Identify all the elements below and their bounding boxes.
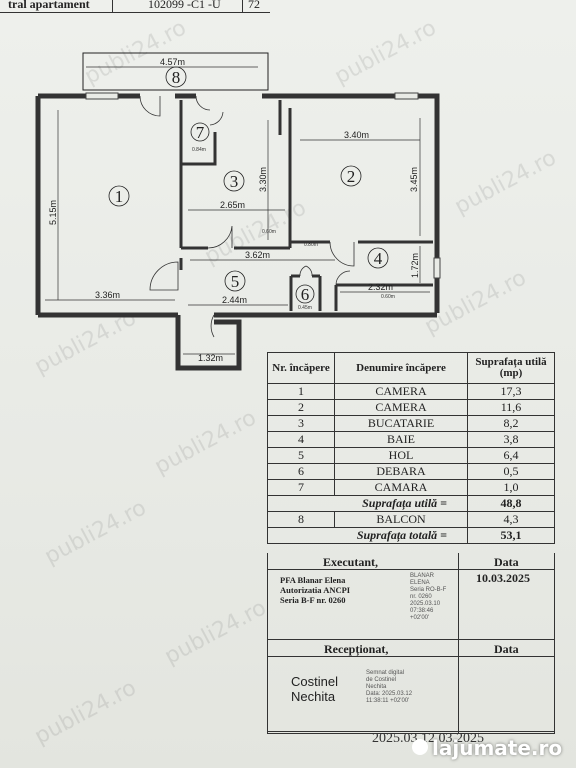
dim-060: 0.60m [262,229,276,235]
room-number-6: 6 [301,285,310,304]
executant-firm: PFA Blanar Elena Autorizatia ANCPI Seria… [280,575,351,605]
room-number-4: 4 [374,249,383,268]
lajumate-logo: lajumate.ro [404,735,568,761]
wall-east-1 [418,93,440,258]
total-area-row: Suprafața totală = 53,1 [267,527,555,544]
logo-text: lajumate.ro [432,736,563,760]
room-number-2: 2 [347,167,356,186]
executant-date-label: Data [494,555,519,569]
signature-block: Executant, Data PFA Blanar Elena Autoriz… [267,553,555,734]
room-number-5: 5 [231,272,240,291]
dim-345: 3.45m [409,167,419,192]
room-number-7: 7 [196,123,205,142]
dim-330: 3.30m [258,167,268,192]
room-number-1: 1 [115,187,124,206]
header-number: 72 [248,0,260,11]
col-header-nr: Nr. încăpere [267,352,335,384]
header-title: tral apartament [8,0,90,11]
balcony-outline [82,52,269,91]
executant-digital-signature: BLANAR ELENA Seria RO-B-F nr. 0260 2025.… [410,573,447,621]
dim-045: 0.45m [298,305,312,311]
dim-362: 3.62m [245,250,270,260]
dim-172: 1.72m [410,253,420,278]
receptionat-digital-signature: Semnat digital de Costinel Nechita Data:… [366,670,413,704]
receptionat-label: Recepționat, [324,642,389,656]
wall-entry [175,315,242,371]
dim-060b: 0.60m [381,294,395,300]
dim-265: 2.65m [220,200,245,210]
dim-340: 3.40m [344,130,369,140]
dim-080: 0.80m [304,242,318,248]
header-code: 102099 -C1 -U [148,0,221,11]
col-header-area: Suprafața utilă (mp) [467,352,555,384]
lajumate-icon [412,739,428,755]
dim-336: 3.36m [95,290,120,300]
executant-label: Executant, [323,555,378,569]
receptionat-date-label: Data [494,642,519,656]
executant-date: 10.03.2025 [476,571,530,585]
dim-515: 5.15m [48,200,58,225]
dim-084: 0.84m [192,147,206,153]
rooms-table: Nr. încăpere Denumire încăpere Suprafața… [267,352,555,544]
receptionat-name: Costinel Nechita [291,674,338,704]
receptionat-stamp: 2025.03.12 03.2025 [372,731,484,746]
dim-457: 4.57m [160,57,185,67]
util-area-row: Suprafața utilă = 48,8 [267,495,555,512]
dim-232: 2.32m [368,282,393,292]
room-number-8: 8 [172,68,181,87]
header-strip: tral apartament 102099 -C1 -U 72 [0,0,576,14]
col-header-name: Denumire încăpere [334,352,468,384]
room-number-3: 3 [230,172,239,191]
dim-244: 2.44m [222,295,247,305]
dim-132: 1.32m [198,353,223,363]
